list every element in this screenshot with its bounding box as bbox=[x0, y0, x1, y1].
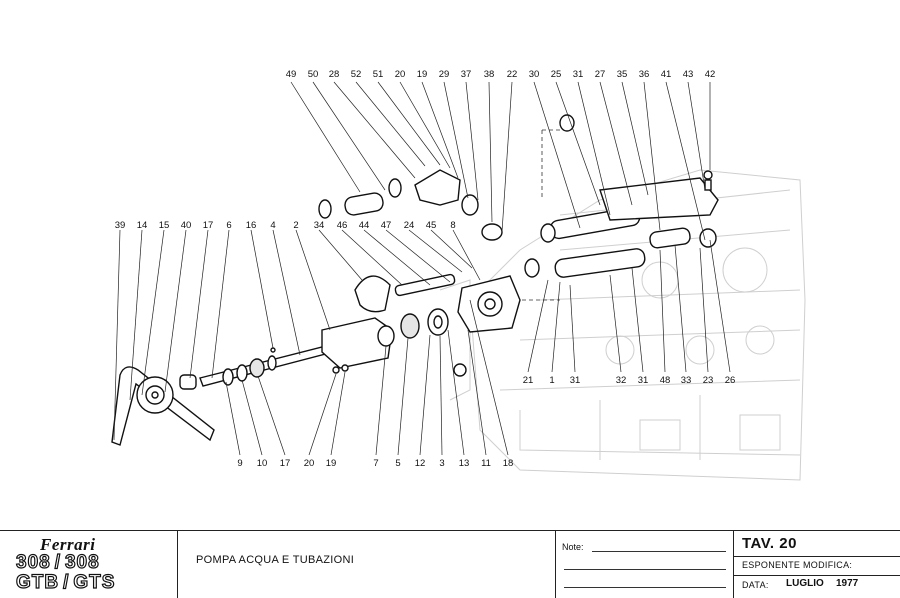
title-cell: POMPA ACQUA E TUBAZIONI bbox=[178, 531, 556, 598]
model-b: 308 bbox=[64, 552, 100, 573]
callout-label: 8 bbox=[450, 220, 455, 231]
tav-heading: TAV. 20 bbox=[742, 535, 797, 552]
date-year: 1977 bbox=[836, 578, 859, 589]
row-divider bbox=[734, 556, 900, 557]
callout-label: 15 bbox=[159, 220, 170, 231]
variant-b: GTS bbox=[73, 572, 116, 593]
water-tube-lower bbox=[554, 248, 646, 278]
elbow-fitting bbox=[414, 169, 461, 206]
callout-label: 34 bbox=[314, 220, 325, 231]
callout-label: 41 bbox=[661, 69, 672, 80]
callout-label: 52 bbox=[351, 69, 362, 80]
callout-label: 29 bbox=[439, 69, 450, 80]
callout-label: 31 bbox=[573, 69, 584, 80]
callout-labels-right: 21 1 31 32 31 48 33 23 26 bbox=[523, 375, 736, 386]
callout-label: 19 bbox=[326, 458, 337, 469]
o-ring-25 bbox=[559, 114, 575, 132]
callout-label: 22 bbox=[507, 69, 518, 80]
callout-label: 24 bbox=[404, 220, 415, 231]
pulley-hub bbox=[179, 374, 197, 390]
callout-label: 16 bbox=[246, 220, 257, 231]
model-numbers: 308/308 bbox=[15, 552, 100, 573]
callout-label: 12 bbox=[415, 458, 426, 469]
esponente-modifica-label: ESPONENTE MODIFICA: bbox=[742, 560, 853, 570]
callout-label: 9 bbox=[237, 458, 242, 469]
leader-lines bbox=[113, 81, 731, 456]
callout-label: 10 bbox=[257, 458, 268, 469]
callout-label: 19 bbox=[417, 69, 428, 80]
callout-label: 2 bbox=[293, 220, 298, 231]
variant-a: GTB bbox=[15, 572, 60, 593]
callout-label: 17 bbox=[203, 220, 214, 231]
callout-label: 47 bbox=[381, 220, 392, 231]
note-line bbox=[564, 569, 726, 570]
callout-labels-top: 49 50 28 52 51 20 19 29 37 38 22 30 25 3… bbox=[286, 69, 716, 80]
title-block: Ferrari 308/308 GTB/GTS POMPA ACQUA E TU… bbox=[0, 530, 900, 598]
callout-label: 14 bbox=[137, 220, 148, 231]
logo-cell: Ferrari 308/308 GTB/GTS bbox=[0, 531, 178, 598]
callout-label: 6 bbox=[226, 220, 231, 231]
callout-labels-left: 39 14 15 40 17 6 16 4 2 34 46 44 47 24 4… bbox=[115, 220, 456, 231]
callout-label: 26 bbox=[725, 375, 736, 386]
impeller bbox=[400, 313, 420, 339]
callout-label: 4 bbox=[270, 220, 275, 231]
tav-number: 20 bbox=[779, 535, 797, 552]
date-label: DATA: bbox=[742, 580, 769, 590]
model-variants: GTB/GTS bbox=[15, 572, 116, 593]
ferrari-logo: Ferrari bbox=[40, 535, 96, 554]
callout-label: 40 bbox=[181, 220, 192, 231]
callout-label: 31 bbox=[638, 375, 649, 386]
callout-label: 17 bbox=[280, 458, 291, 469]
callout-label: 13 bbox=[459, 458, 470, 469]
callout-label: 1 bbox=[549, 375, 554, 386]
callout-label: 31 bbox=[570, 375, 581, 386]
callout-label: 37 bbox=[461, 69, 472, 80]
callout-label: 27 bbox=[595, 69, 606, 80]
callout-label: 23 bbox=[703, 375, 714, 386]
callout-label: 51 bbox=[373, 69, 384, 80]
callout-label: 50 bbox=[308, 69, 319, 80]
model-a: 308 bbox=[15, 552, 51, 573]
callout-label: 21 bbox=[523, 375, 534, 386]
callout-label: 7 bbox=[373, 458, 378, 469]
callout-label: 43 bbox=[683, 69, 694, 80]
callout-label: 35 bbox=[617, 69, 628, 80]
callout-label: 33 bbox=[681, 375, 692, 386]
pump-shaft bbox=[199, 344, 334, 387]
variant-separator: / bbox=[62, 572, 70, 593]
callout-label: 32 bbox=[616, 375, 627, 386]
callout-label: 20 bbox=[304, 458, 315, 469]
note-line bbox=[564, 587, 726, 588]
callout-label: 42 bbox=[705, 69, 716, 80]
note-line bbox=[592, 551, 726, 552]
callout-label: 48 bbox=[660, 375, 671, 386]
callout-label: 5 bbox=[395, 458, 400, 469]
row-divider bbox=[734, 575, 900, 576]
date-month: LUGLIO bbox=[786, 578, 824, 589]
callout-label: 39 bbox=[115, 220, 126, 231]
callout-label: 20 bbox=[395, 69, 406, 80]
tav-label: TAV. bbox=[742, 535, 775, 552]
pump-body bbox=[321, 317, 393, 369]
hose-49 bbox=[344, 192, 384, 216]
callout-label: 25 bbox=[551, 69, 562, 80]
callout-label: 38 bbox=[484, 69, 495, 80]
info-cell: TAV. 20 ESPONENTE MODIFICA: DATA: LUGLIO… bbox=[734, 531, 900, 598]
callout-label: 36 bbox=[639, 69, 650, 80]
model-separator: / bbox=[54, 552, 61, 573]
callout-label: 28 bbox=[329, 69, 340, 80]
callout-label: 49 bbox=[286, 69, 297, 80]
callout-label: 30 bbox=[529, 69, 540, 80]
sheet-title: POMPA ACQUA E TUBAZIONI bbox=[196, 554, 355, 566]
callout-label: 3 bbox=[439, 458, 444, 469]
callout-label: 18 bbox=[503, 458, 514, 469]
notes-label: Note: bbox=[562, 542, 584, 552]
callout-labels-bottom: 9 10 17 20 19 7 5 12 3 13 11 18 bbox=[237, 458, 513, 469]
callout-label: 45 bbox=[426, 220, 437, 231]
notes-cell: Note: bbox=[556, 531, 734, 598]
callout-label: 46 bbox=[337, 220, 348, 231]
callout-label: 44 bbox=[359, 220, 370, 231]
callout-label: 11 bbox=[481, 458, 491, 469]
exploded-parts-drawing: 49 50 28 52 51 20 19 29 37 38 22 30 25 3… bbox=[111, 69, 806, 481]
